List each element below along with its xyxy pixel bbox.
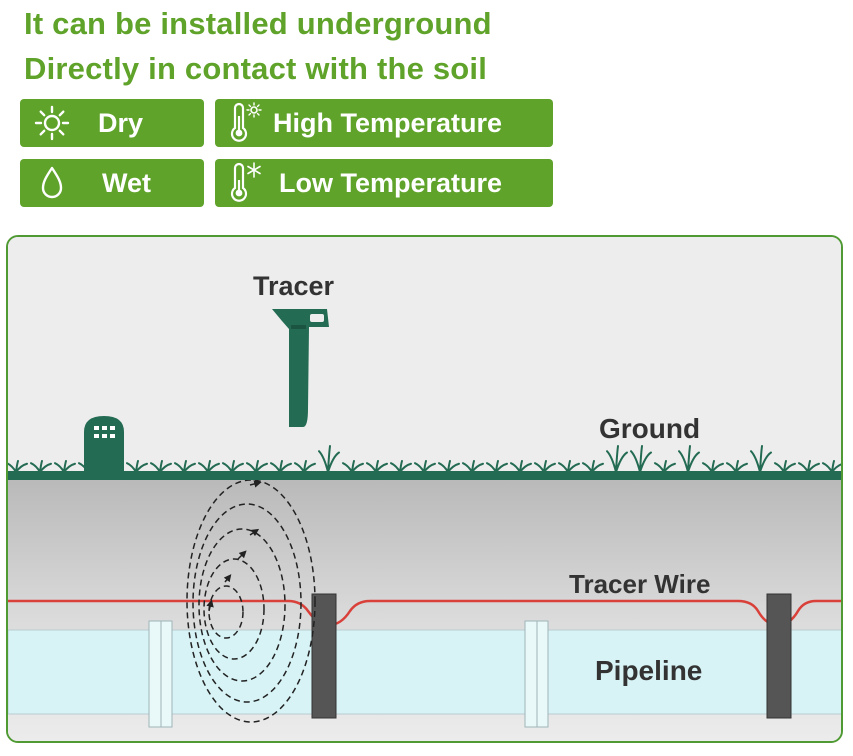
pipeline xyxy=(8,629,841,715)
grass-tuft xyxy=(294,460,316,473)
headline-line-2: Directly in contact with the soil xyxy=(24,51,488,86)
sky-area xyxy=(8,237,841,475)
badge-high-temperature-label: High Temperature xyxy=(273,107,503,138)
grass-tuft xyxy=(222,460,244,473)
grass-tuft xyxy=(582,460,604,473)
magnetic-field-lines xyxy=(186,479,316,723)
badge-dry: Dry xyxy=(20,99,204,147)
grass-tuft xyxy=(534,460,556,473)
badge-high-temperature: High Temperature xyxy=(215,99,553,147)
grass-tuft xyxy=(486,460,508,473)
tracer-wire-diagram: Tracer Ground Tracer Wire Pipeline xyxy=(6,235,843,743)
thermometer-hot-icon xyxy=(230,102,262,142)
grass-tuft xyxy=(54,460,76,473)
grass-tuft xyxy=(654,460,676,473)
pipeline-label: Pipeline xyxy=(595,655,703,686)
grass-tuft xyxy=(702,460,724,473)
grass-tuft xyxy=(510,460,532,473)
badge-low-temperature-label: Low Temperature xyxy=(279,167,503,198)
pipe-flange-left xyxy=(148,620,173,728)
pipe-clamp-right xyxy=(766,593,792,719)
grass-tuft xyxy=(462,460,484,473)
thermometer-cold-icon xyxy=(230,162,261,202)
badge-low-temperature: Low Temperature xyxy=(215,159,553,207)
grass-tuft xyxy=(366,460,388,473)
tracer-wire-label: Tracer Wire xyxy=(569,569,711,599)
grass-tuft xyxy=(438,460,460,473)
water-drop-icon xyxy=(41,166,63,199)
badge-wet: Wet xyxy=(20,159,204,207)
grass-tuft xyxy=(198,460,220,473)
grass-tuft xyxy=(150,460,172,473)
grass-tuft xyxy=(30,460,52,473)
field-direction-arrows xyxy=(206,480,262,612)
grass-tuft xyxy=(750,445,772,473)
grass-tuft xyxy=(8,460,28,473)
badge-dry-label: Dry xyxy=(98,107,144,138)
grass-tuft xyxy=(342,460,364,473)
grass-tuft xyxy=(414,460,436,473)
diagram-canvas xyxy=(8,237,841,741)
grass-tuft xyxy=(126,460,148,473)
grass-tuft xyxy=(558,460,580,473)
grass-tuft xyxy=(726,460,748,473)
grass-tuft xyxy=(822,460,841,473)
sun-icon xyxy=(34,105,70,141)
marker-post-icon xyxy=(84,416,124,471)
grass-tuft xyxy=(774,460,796,473)
grass-tuft xyxy=(318,445,340,473)
tracer-device-icon xyxy=(272,309,329,427)
grass-tuft xyxy=(174,460,196,473)
pipe-clamp-left xyxy=(311,593,337,719)
grass-tuft xyxy=(390,460,412,473)
grass-tuft xyxy=(798,460,820,473)
grass-tuft xyxy=(678,445,700,473)
tracer-label: Tracer xyxy=(253,271,335,301)
pipe-flange-middle xyxy=(524,620,549,728)
grass-tuft xyxy=(606,445,628,473)
headline-line-1: It can be installed underground xyxy=(24,6,492,41)
ground-label: Ground xyxy=(599,413,701,444)
grass-tuft xyxy=(630,445,652,473)
grass-tuft xyxy=(246,460,268,473)
grass-tuft xyxy=(270,460,292,473)
ground-line xyxy=(8,471,841,480)
badge-wet-label: Wet xyxy=(102,167,152,198)
